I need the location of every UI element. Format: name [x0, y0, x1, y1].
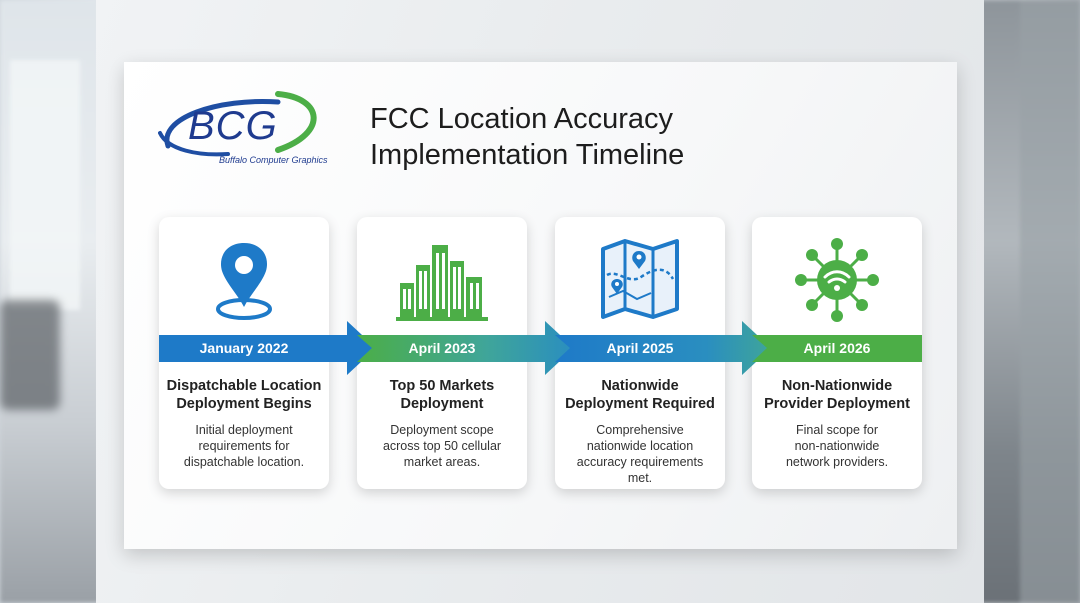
- background-glass-pane: [1020, 0, 1080, 603]
- milestone-heading: Nationwide Deployment Required: [565, 378, 715, 412]
- milestone-date-1: January 2022: [199, 340, 289, 356]
- background-chair: [0, 300, 60, 410]
- milestone-description: Initial deployment requirements for disp…: [183, 423, 305, 469]
- page-title: FCC Location Accuracy Implementation Tim…: [370, 101, 790, 173]
- milestone-description: Final scope for non-nationwide network p…: [785, 423, 889, 469]
- logo-subtitle: Buffalo Computer Graphics: [219, 155, 328, 165]
- timeline-segment-3: [555, 321, 771, 375]
- timeline-segment-4: [752, 335, 922, 362]
- network-wifi-icon: [752, 235, 922, 335]
- milestone-heading: Top 50 Markets Deployment: [389, 378, 495, 412]
- milestone-date-2: April 2023: [408, 340, 476, 356]
- title-line-1: FCC Location Accuracy: [370, 103, 674, 135]
- logo-wordmark: BCG: [188, 104, 278, 148]
- milestone-date-3: April 2025: [606, 340, 674, 356]
- milestone-date-4: April 2026: [803, 340, 871, 356]
- timeline-segment-2: [357, 321, 574, 375]
- milestone-heading: Non-Nationwide Provider Deployment: [764, 378, 910, 412]
- city-skyline-icon: [357, 235, 527, 335]
- background-office-left: [0, 0, 100, 603]
- milestone-description: Deployment scope across top 50 cellular …: [382, 423, 502, 469]
- milestone-description: Comprehensive nationwide location accura…: [576, 423, 704, 485]
- folded-map-icon: [555, 235, 725, 335]
- location-pin-icon: [159, 235, 329, 335]
- milestone-heading: Dispatchable Location Deployment Begins: [166, 378, 322, 412]
- background-window: [10, 60, 80, 310]
- timeline-segment-1: [159, 321, 376, 375]
- background-office-right: [980, 0, 1080, 603]
- bcg-logo-swoosh-icon: [158, 91, 317, 157]
- title-line-2: Implementation Timeline: [370, 139, 685, 171]
